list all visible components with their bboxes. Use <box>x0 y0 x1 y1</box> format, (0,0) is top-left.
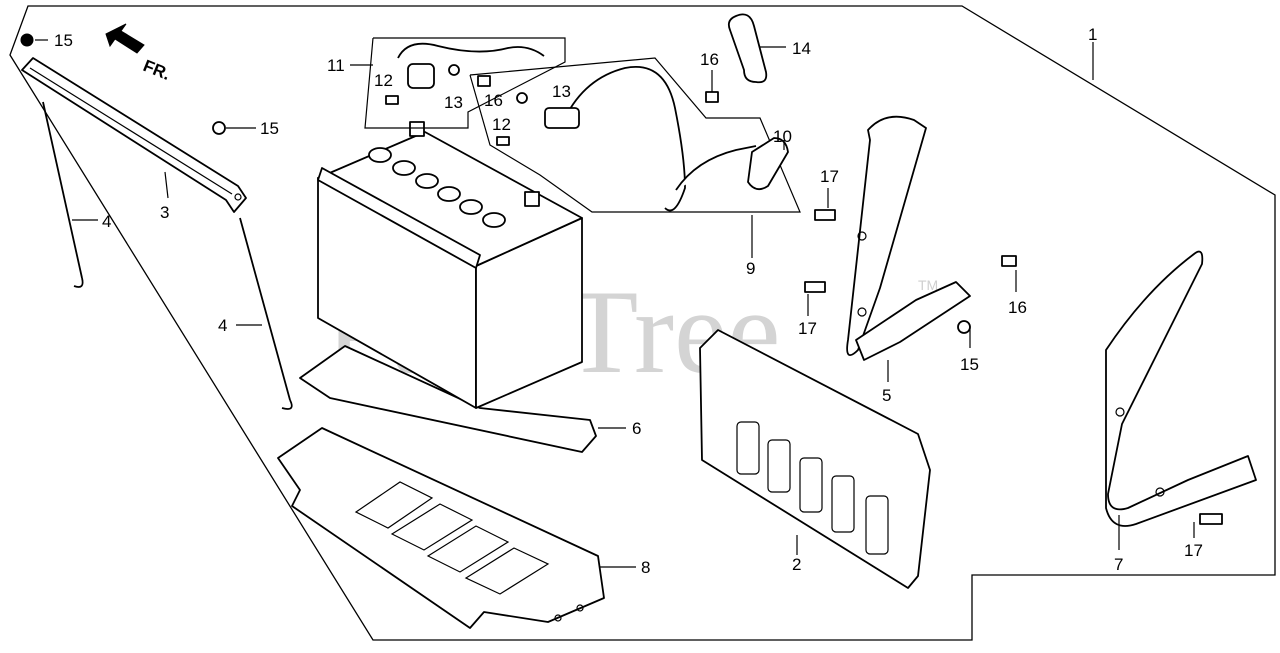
battery-hold-down-bar <box>21 57 247 213</box>
callout-14: 14 <box>792 39 811 58</box>
callout-15-top: 15 <box>260 119 279 138</box>
battery-stay-bracket <box>846 115 971 361</box>
callout-15-right: 15 <box>960 355 979 374</box>
callout-1: 1 <box>1088 25 1097 44</box>
trademark-mark: TM <box>918 277 938 293</box>
leader-lines <box>35 39 1195 568</box>
battery-stay <box>1105 250 1257 527</box>
battery-tray <box>277 427 605 629</box>
callout-12-upper: 12 <box>374 71 393 90</box>
callout-17-middle: 17 <box>798 319 817 338</box>
battery-caps <box>368 147 506 228</box>
callout-16-top: 16 <box>700 50 719 69</box>
callout-13-upper: 13 <box>444 93 463 112</box>
front-direction-arrow-icon: FR. <box>105 23 174 84</box>
terminal-cover <box>727 13 768 84</box>
callout-16-cable: 16 <box>484 91 503 110</box>
battery-j-bolt-right <box>239 217 293 410</box>
callout-6: 6 <box>632 419 641 438</box>
callout-17-bottom: 17 <box>1184 541 1203 560</box>
callout-3: 3 <box>160 203 169 222</box>
front-direction-label: FR. <box>141 56 174 84</box>
callout-13-lower: 13 <box>552 82 571 101</box>
terminal-cap <box>747 137 789 191</box>
callout-7: 7 <box>1114 555 1123 574</box>
callout-9: 9 <box>746 259 755 278</box>
callout-15-topleft: 15 <box>54 31 73 50</box>
positive-cable-group <box>364 37 566 129</box>
callout-12-lower: 12 <box>492 115 511 134</box>
negative-cable-group <box>469 57 801 213</box>
battery-base-pad <box>299 345 597 453</box>
battery-cover-plate <box>699 329 931 589</box>
callout-4-lower: 4 <box>218 316 227 335</box>
callout-4-upper: 4 <box>102 212 111 231</box>
callout-5: 5 <box>882 386 891 405</box>
callout-8: 8 <box>641 558 650 577</box>
battery-terminals <box>409 121 540 207</box>
battery-j-bolt-left <box>42 101 84 288</box>
callout-17-upper: 17 <box>820 167 839 186</box>
callout-11: 11 <box>327 56 345 75</box>
callout-10: 10 <box>773 127 792 146</box>
callout-numbers: 1 2 3 4 4 5 6 7 8 9 10 11 12 12 13 13 14… <box>54 25 1203 577</box>
callout-2: 2 <box>792 555 801 574</box>
battery-tray-slots <box>354 481 550 595</box>
assembly-outline <box>9 5 1276 641</box>
callout-16-right: 16 <box>1008 298 1027 317</box>
fasteners <box>20 33 1223 525</box>
battery <box>317 121 583 409</box>
